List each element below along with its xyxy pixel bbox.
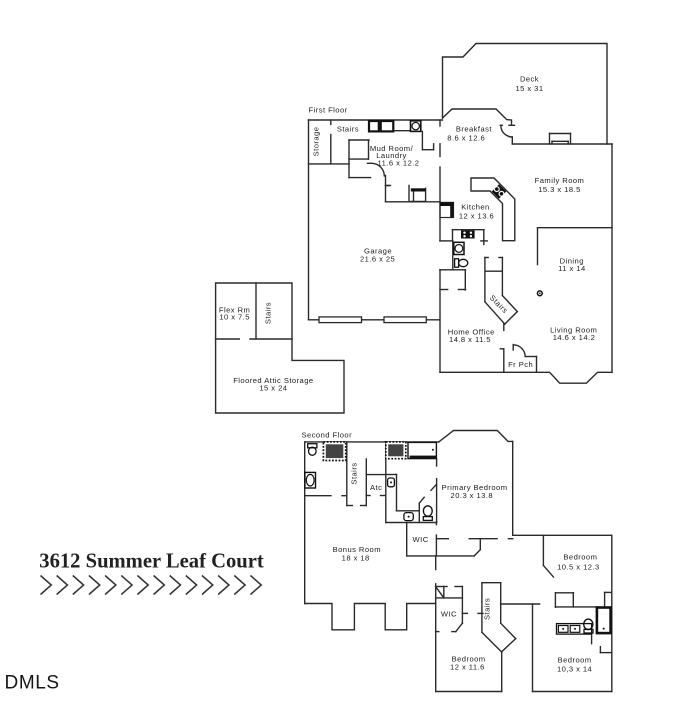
svg-text:Laundry: Laundry [376,151,407,160]
svg-text:21.6 x 25: 21.6 x 25 [360,254,395,263]
svg-text:10,3 x 14: 10,3 x 14 [557,665,592,674]
svg-text:Flex Rm: Flex Rm [219,306,250,315]
svg-text:14.8 x 11.5: 14.8 x 11.5 [449,335,491,344]
svg-text:Stairs: Stairs [350,462,359,484]
svg-text:Stairs: Stairs [337,125,359,134]
svg-text:Second Floor: Second Floor [302,431,353,440]
svg-text:20.3 x 13.8: 20.3 x 13.8 [451,491,494,500]
svg-text:Primary Bedroom: Primary Bedroom [442,483,508,492]
svg-text:Living Room: Living Room [550,326,597,335]
svg-text:11.6 x 12.2: 11.6 x 12.2 [378,159,420,168]
svg-text:14.6 x 14.2: 14.6 x 14.2 [553,333,596,342]
svg-text:Family Room: Family Room [535,176,585,185]
svg-text:Garage: Garage [364,246,392,255]
svg-text:Atc: Atc [370,483,382,492]
svg-text:3612 Summer Leaf Court: 3612 Summer Leaf Court [39,551,264,573]
svg-text:Deck: Deck [520,75,539,84]
svg-text:Bedroom: Bedroom [558,655,592,664]
svg-text:Bedroom: Bedroom [452,654,486,663]
svg-text:Breakfast: Breakfast [456,125,493,134]
svg-text:12 x 11.6: 12 x 11.6 [450,662,485,671]
svg-text:10 x 7.5: 10 x 7.5 [219,313,250,322]
svg-text:12 x 13.6: 12 x 13.6 [459,211,494,220]
svg-text:Storage: Storage [312,127,321,157]
svg-text:10.5 x 12.3: 10.5 x 12.3 [557,563,600,572]
svg-text:DMLS: DMLS [5,673,60,694]
svg-text:8.6 x 12.6: 8.6 x 12.6 [447,134,485,143]
svg-text:First Floor: First Floor [309,106,348,115]
svg-text:15.3 x 18.5: 15.3 x 18.5 [538,185,581,194]
svg-text:15 x 31: 15 x 31 [515,84,543,93]
svg-text:Stairs: Stairs [264,302,273,324]
svg-text:Bedroom: Bedroom [563,553,597,562]
svg-text:Home Office: Home Office [448,328,495,337]
svg-text:Fr Pch: Fr Pch [508,360,533,369]
svg-text:15 x 24: 15 x 24 [259,384,287,393]
svg-text:WIC: WIC [413,535,429,544]
svg-text:Mud Room/: Mud Room/ [370,144,414,153]
svg-text:Kitchen: Kitchen [461,202,489,211]
svg-text:11 x 14: 11 x 14 [558,264,586,273]
svg-text:Floored Attic Storage: Floored Attic Storage [233,376,313,385]
svg-text:WIC: WIC [441,610,457,619]
svg-text:Stairs: Stairs [483,598,492,620]
svg-text:18 x 18: 18 x 18 [342,553,370,562]
svg-text:Dining: Dining [560,256,584,265]
svg-text:Bonus Room: Bonus Room [333,545,381,554]
